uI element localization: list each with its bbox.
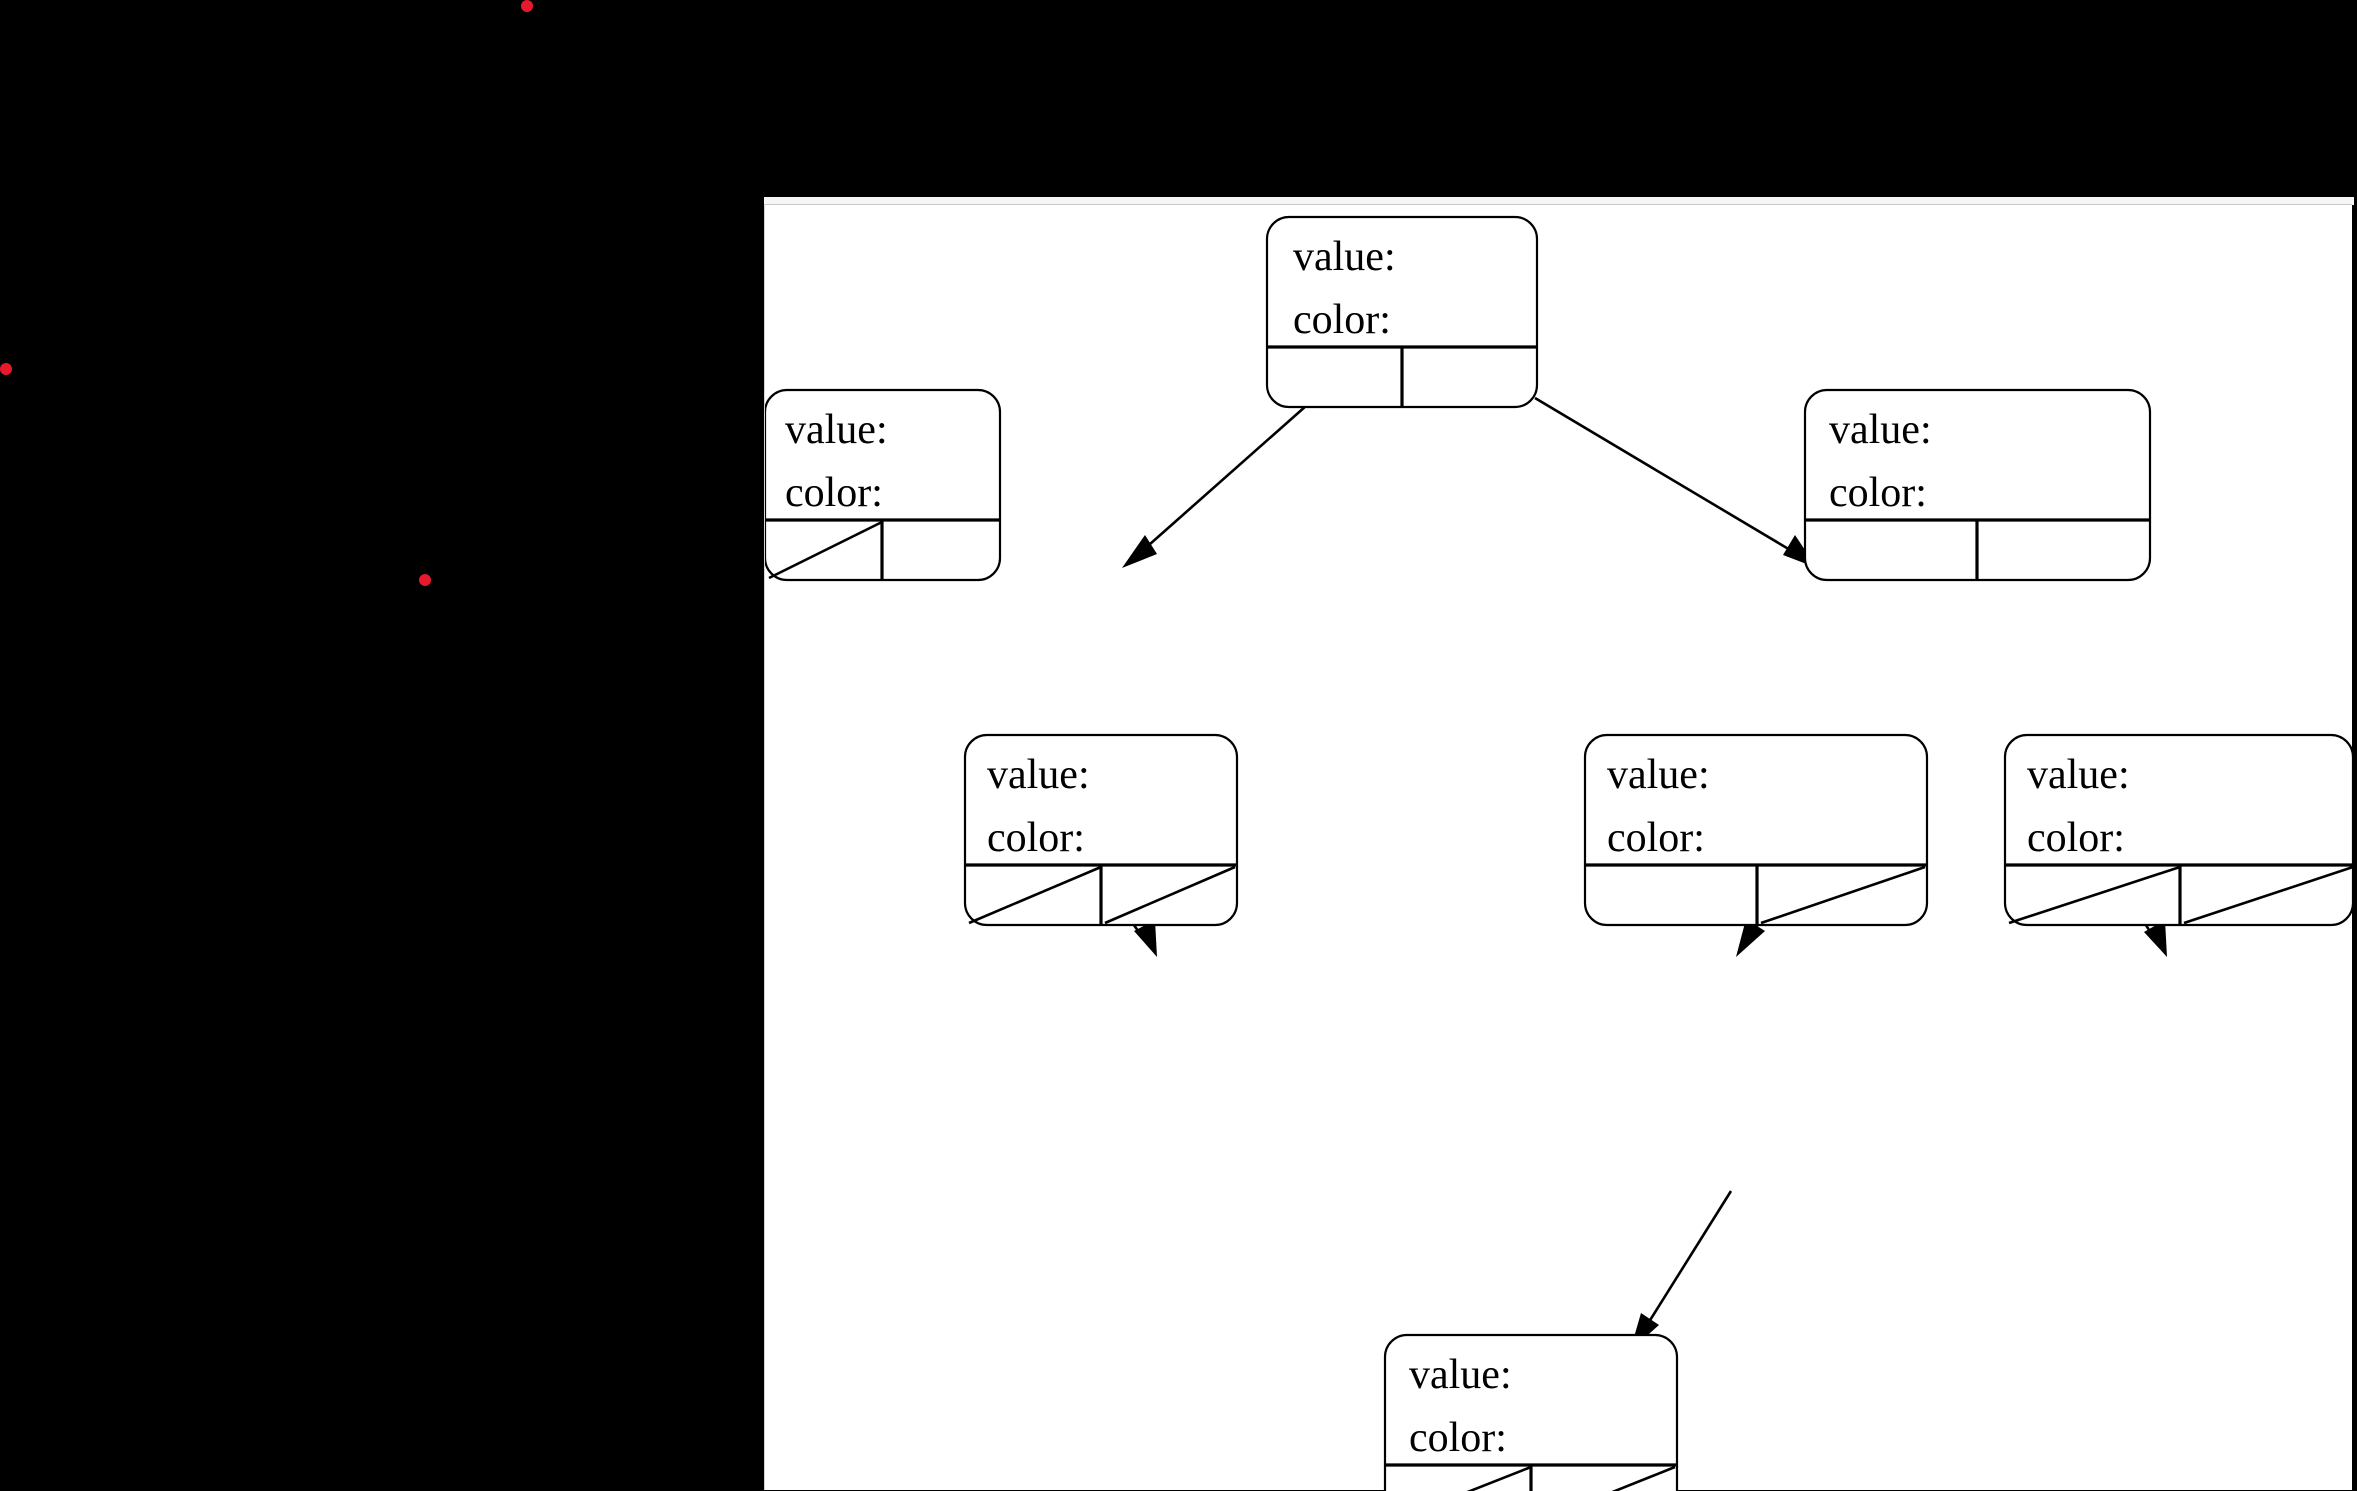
marker-dot-left [0,363,12,375]
null-slash-rightright-leftptr [2008,865,2181,925]
tree-diagram-svg: value: color: value: color: value: color… [765,215,2353,1491]
tree-node-right[interactable]: value: color: [1803,388,2152,582]
tree-node-root[interactable]: value: color: [1265,215,1539,409]
tree-node-right-right-value-label: value: [2027,752,2130,798]
tree-node-left-right-value-label: value: [987,752,1090,798]
null-slash-rightleft-rightptr [1760,865,1926,925]
null-slash-leftright-leftptr [968,865,1102,925]
tree-node-left[interactable]: value: color: [765,388,1002,582]
tree-node-right-left-left[interactable]: value: color: [1383,1333,1679,1491]
tree-node-left-color-label: color: [785,470,883,516]
tree-node-right-left-color-label: color: [1607,815,1705,861]
tree-node-right-color-label: color: [1829,470,1927,516]
tree-node-right-right[interactable]: value: color: [2003,733,2353,927]
null-slash-leftright-rightptr [1104,865,1236,925]
null-slash-deep-leftptr [1466,1465,1532,1491]
marker-dot-top [521,0,533,12]
null-slash-rightright-rightptr [2183,865,2353,925]
edge-root-left [1122,397,1316,568]
diagram-canvas-panel[interactable]: value: color: value: color: value: color… [764,204,2353,1491]
tree-node-left-right[interactable]: value: color: [963,733,1239,927]
tree-node-right-value-label: value: [1829,407,1932,453]
tree-node-left-right-color-label: color: [987,815,1085,861]
edge-rightleft-deep [1630,1190,1733,1351]
tree-node-right-right-color-label: color: [2027,815,2125,861]
tree-node-right-left-left-color-label: color: [1409,1415,1507,1461]
tree-node-root-value-label: value: [1293,234,1396,280]
tree-node-right-left[interactable]: value: color: [1583,733,1929,927]
null-slash-left-leftptr [768,520,883,580]
marker-dot-middle [419,574,431,586]
tree-node-right-left-left-value-label: value: [1409,1352,1512,1398]
panel-top-strip [764,197,2354,205]
tree-node-root-color-label: color: [1293,297,1391,343]
tree-node-left-value-label: value: [785,407,888,453]
edge-root-right [1534,396,1817,568]
null-slash-deep-rightptr [1611,1465,1676,1491]
tree-node-right-left-value-label: value: [1607,752,1710,798]
